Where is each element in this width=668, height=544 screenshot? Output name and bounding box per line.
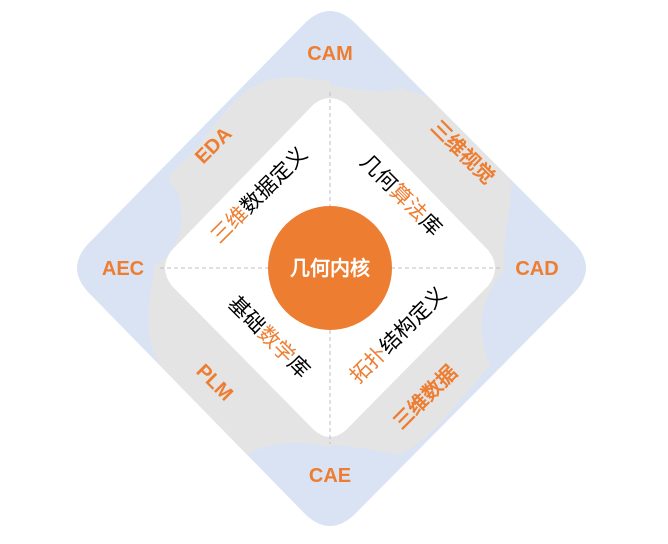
core-circle bbox=[268, 206, 392, 330]
label-geometry-kernel: 几何内核 bbox=[290, 256, 370, 280]
label-aec: AEC bbox=[102, 258, 144, 280]
label-cad: CAD bbox=[515, 258, 558, 280]
label-cae: CAE bbox=[309, 465, 351, 487]
band-bottom-right bbox=[330, 268, 505, 455]
label-cam: CAM bbox=[307, 43, 353, 65]
band-bottom-left bbox=[148, 268, 330, 455]
